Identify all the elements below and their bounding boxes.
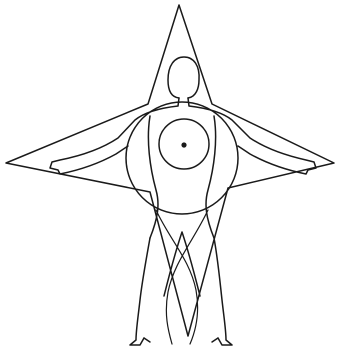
right-foot <box>212 338 218 342</box>
head <box>168 57 199 98</box>
left-foot <box>144 338 150 342</box>
torso-left-side <box>148 116 158 238</box>
center-dot <box>181 142 186 147</box>
left-leg-outer <box>130 238 150 345</box>
star-outline <box>6 5 334 336</box>
right-leg-outer <box>214 238 232 345</box>
crossing-leg-curve-right <box>166 210 208 344</box>
